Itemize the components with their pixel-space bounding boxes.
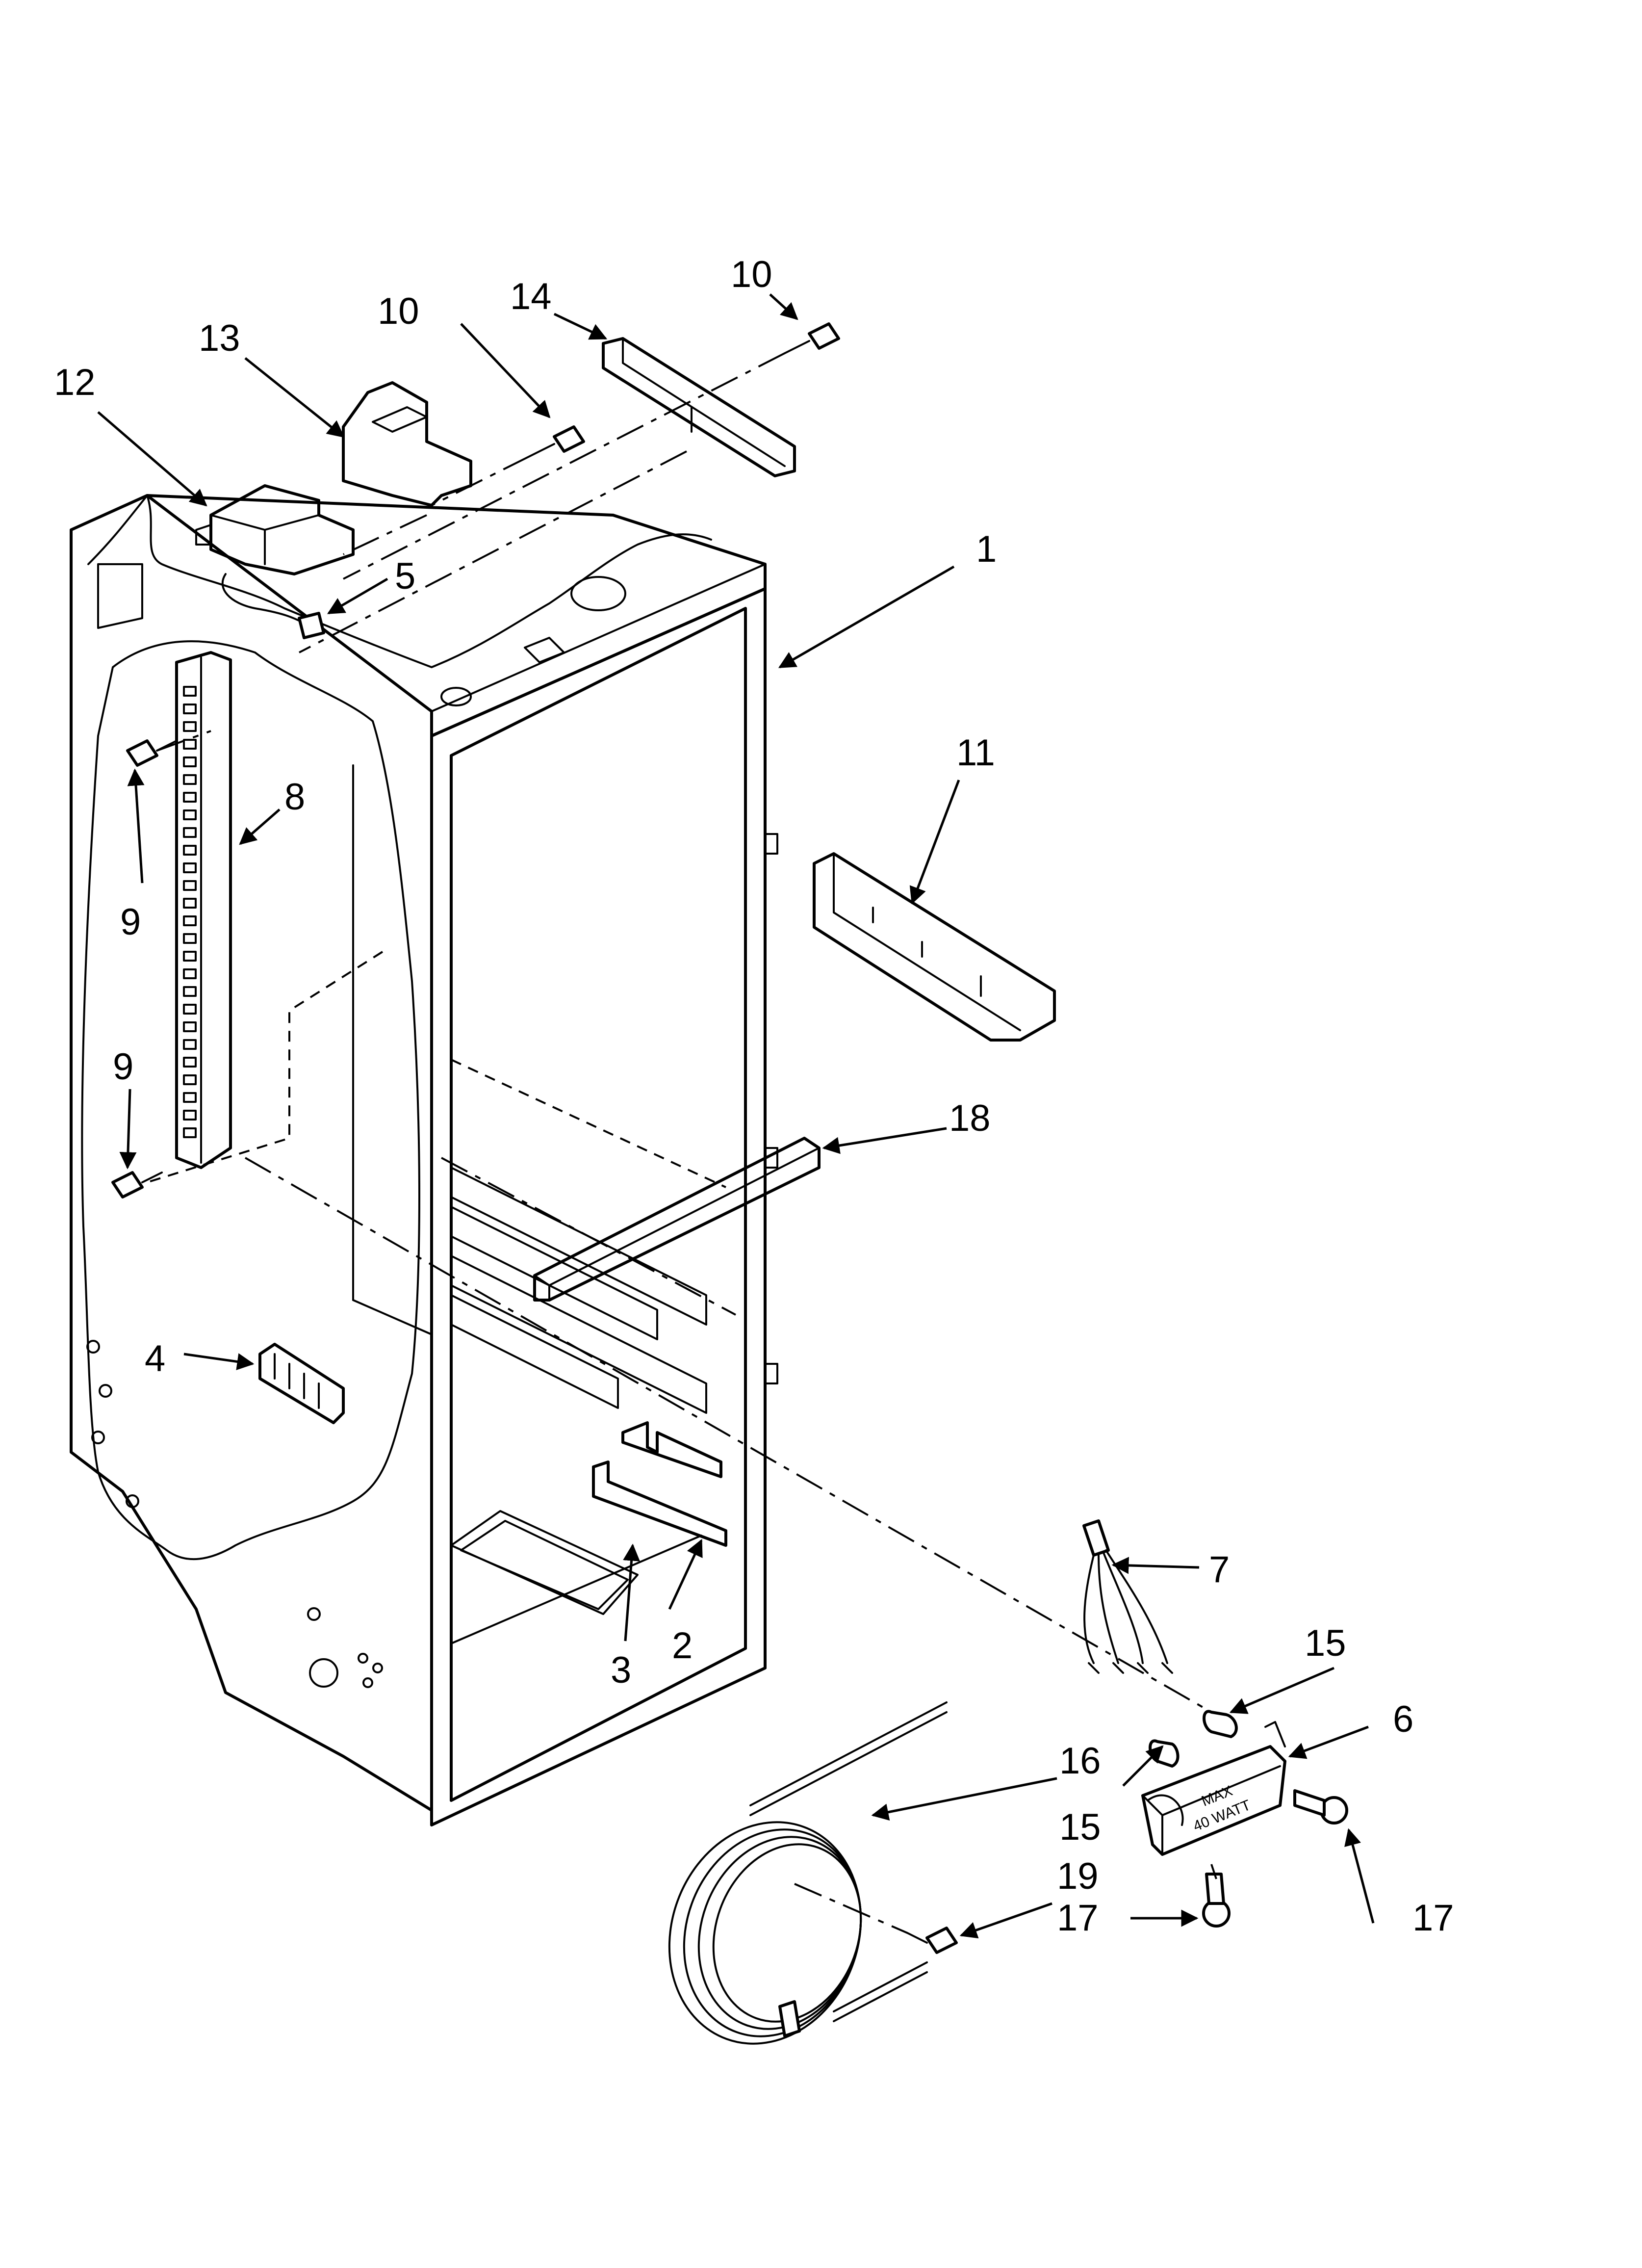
tubing-coil [668,1701,948,2045]
callout-2: 2 [672,1625,693,1667]
callout-12: 12 [54,362,96,403]
callout-19: 19 [1057,1855,1099,1897]
push-pin-17b [1202,1873,1231,1928]
callout-10b: 10 [731,254,772,295]
assembly-lines [147,352,1217,1934]
lower-brackets [592,1421,727,1547]
ladder-slot [183,704,197,714]
ladder-slot [183,774,197,785]
screws [111,322,1348,1954]
ladder-slot [183,1021,197,1032]
ladder-slot [183,1127,197,1138]
ladder-slot [183,986,197,997]
screw-9b [111,1171,163,1199]
callout-15b: 15 [1059,1806,1101,1848]
callout-7: 7 [1209,1549,1230,1590]
control-bracket [342,381,472,507]
shelf-ladder-rail [175,651,232,1169]
ladder-slot [183,792,197,803]
push-pin-17a [1293,1789,1348,1825]
cross-bar [533,1137,821,1302]
ladder-slot [183,1004,197,1015]
callout-1: 1 [976,528,997,570]
screw-9a [126,739,178,767]
ladder-slot [183,951,197,962]
ladder-slot [183,809,197,820]
screw-10b [784,322,840,354]
callout-17b: 17 [1057,1897,1099,1939]
callout-14: 14 [510,276,552,317]
callout-3: 3 [611,1649,631,1691]
callout-9a: 9 [120,901,141,943]
ladder-slot [183,1074,197,1085]
ladder-slot [183,827,197,838]
wire-clips [1149,1710,1238,1768]
ladder-slot [183,721,197,732]
callout-17a: 17 [1412,1897,1454,1939]
callout-9b: 9 [113,1046,133,1088]
callout-18: 18 [949,1097,991,1139]
callout-15a: 15 [1305,1622,1346,1664]
control-housing [195,484,355,639]
ladder-slot [183,1057,197,1068]
callout-13: 13 [199,317,240,359]
ladder-slot [183,880,197,891]
vent-grille [258,1343,345,1424]
ladder-slot [183,756,197,767]
callout-5: 5 [395,555,415,597]
ladder-slot [183,1092,197,1103]
ladder-slot [183,1110,197,1121]
ladder-slot [183,915,197,926]
ladder-slot [183,968,197,979]
callout-6: 6 [1393,1698,1413,1740]
callout-16: 16 [1059,1740,1101,1782]
screw-19 [906,1927,958,1954]
ladder-slot [183,845,197,856]
callout-8: 8 [284,776,305,818]
wire-harness [1082,1519,1173,1674]
screw-10a [529,425,585,457]
top-trim [602,337,796,477]
callout-4: 4 [145,1338,165,1380]
leader-arrows [97,293,1375,1939]
callout-labels: 1 2 3 4 5 6 7 8 9 9 10 10 11 12 13 14 15… [54,254,1454,1939]
callout-11: 11 [956,732,995,774]
ladder-slot [183,1039,197,1050]
ladder-slot [183,862,197,873]
ladder-slot [183,739,197,750]
ladder-slot [183,898,197,909]
ladder-slot [183,933,197,944]
crisper-channel [813,852,1056,1042]
cabinet-liner [70,494,778,1826]
callout-10a: 10 [378,290,419,332]
ladder-slot [183,686,197,697]
